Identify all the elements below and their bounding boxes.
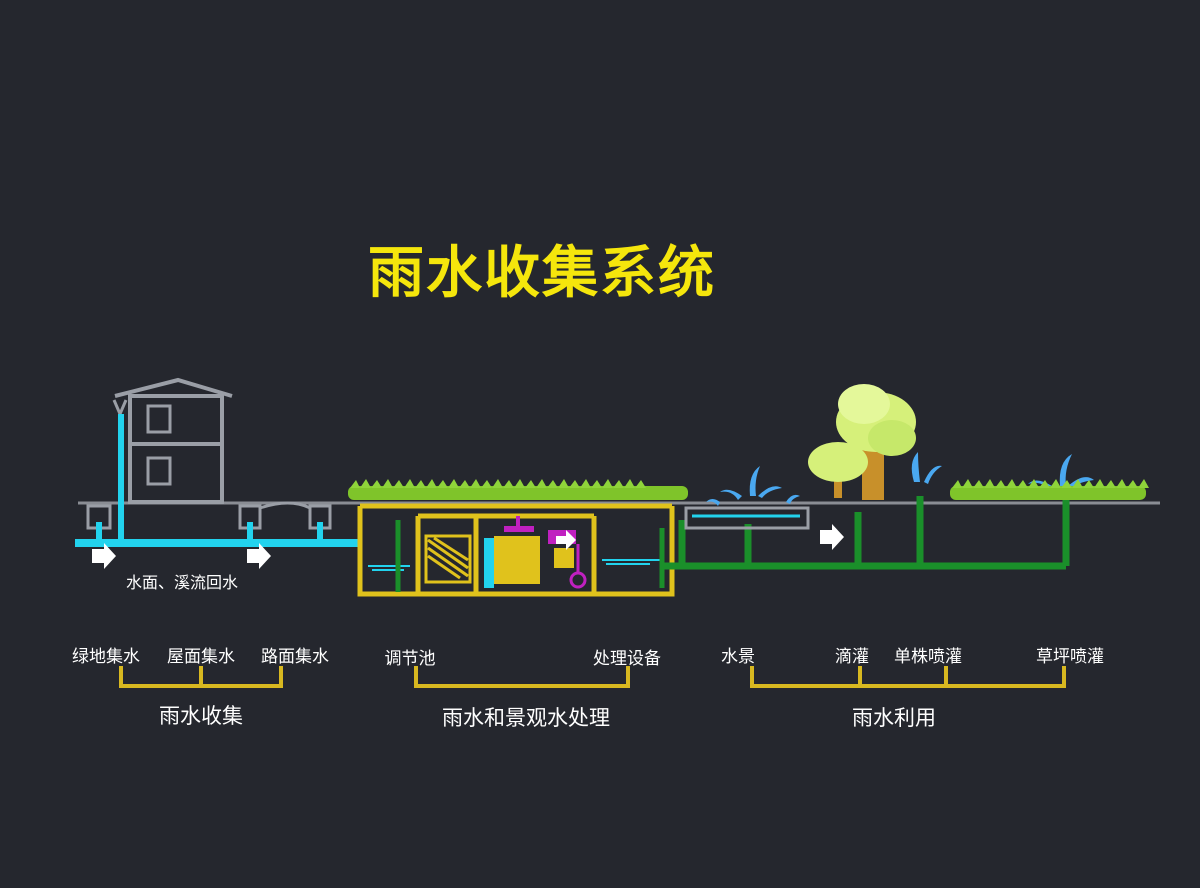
tree-icon bbox=[808, 384, 916, 500]
return-water-label: 水面、溪流回水 bbox=[126, 573, 239, 592]
group-label-utilization: 雨水利用 bbox=[852, 706, 936, 730]
arrow-right-icon bbox=[820, 524, 844, 550]
item-label-lawn-sprinkler: 草坪喷灌 bbox=[1036, 647, 1104, 667]
item-label-green-area: 绿地集水 bbox=[72, 647, 140, 667]
grass-strip-icon bbox=[950, 479, 1149, 500]
group-label-collection: 雨水收集 bbox=[159, 704, 243, 728]
item-label-regulation-tank: 调节池 bbox=[384, 649, 436, 669]
diagram-title: 雨水收集系统 bbox=[368, 241, 716, 306]
item-label-treatment-equipment: 处理设备 bbox=[593, 649, 661, 669]
utilization-pipe bbox=[660, 490, 1070, 570]
group-bracket bbox=[119, 666, 1066, 688]
building-icon bbox=[112, 377, 233, 504]
grass-strip-icon bbox=[348, 479, 688, 500]
arrow-right-icon bbox=[92, 543, 271, 569]
pump-unit-icon bbox=[484, 516, 587, 589]
filter-tank-icon bbox=[357, 503, 675, 597]
item-label-single-plant-sprinkler: 单株喷灌 bbox=[894, 647, 962, 667]
inlet-icon bbox=[86, 504, 332, 530]
item-label-drip-irrigation: 滴灌 bbox=[835, 647, 869, 667]
group-label-treatment: 雨水和景观水处理 bbox=[442, 706, 610, 730]
filter-media-icon bbox=[427, 536, 469, 580]
item-label-road: 路面集水 bbox=[261, 647, 329, 667]
water-feature-icon bbox=[684, 506, 810, 530]
item-label-water-feature: 水景 bbox=[721, 647, 755, 667]
arrow-right-icon bbox=[556, 530, 576, 550]
item-label-roof: 屋面集水 bbox=[167, 647, 235, 667]
